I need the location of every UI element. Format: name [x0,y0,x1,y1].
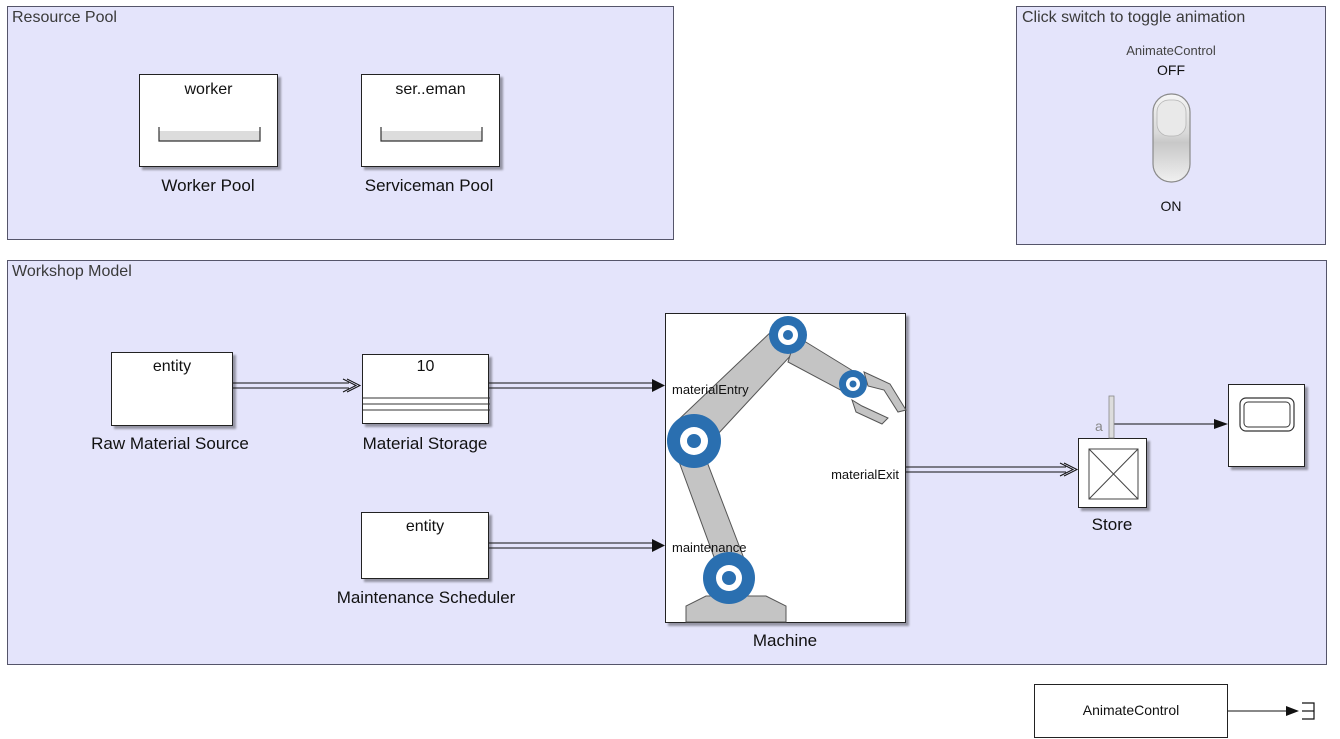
robot-arm-icon [667,316,907,623]
raw-material-source-label: Raw Material Source [91,434,249,453]
bin-icon [158,127,261,142]
store-port-label: a [1095,418,1103,434]
scope-block[interactable] [1228,384,1305,467]
animate-control-variable: AnimateControl [1126,43,1216,58]
machine-port-material-exit: materialExit [831,467,899,482]
worker-pool-block[interactable]: worker [139,74,278,167]
worker-pool-block-text: worker [184,81,233,98]
queue-icon [363,397,490,411]
machine-block[interactable]: materialEntry maintenance materialExit [665,313,907,623]
raw-material-source-block[interactable]: entity [111,352,233,426]
store-block[interactable] [1078,438,1147,508]
store-x-icon [1088,448,1139,500]
worker-pool-label: Worker Pool [161,176,255,195]
animate-control-block[interactable]: AnimateControl [1034,684,1228,738]
material-storage-capacity: 10 [416,358,435,375]
maintenance-scheduler-label: Maintenance Scheduler [336,588,516,607]
goto-terminator-icon [1302,702,1315,720]
resource-pool-title: Resource Pool [12,9,117,26]
store-label: Store [1091,515,1133,534]
maintenance-scheduler-text: entity [405,518,445,535]
machine-label: Machine [752,631,818,650]
maintenance-scheduler-block[interactable]: entity [361,512,489,579]
animate-control-block-text: AnimateControl [1082,702,1180,718]
bin-icon [380,127,483,142]
serviceman-pool-block-text: ser..eman [395,81,466,98]
machine-port-maintenance: maintenance [672,540,747,555]
material-storage-block[interactable]: 10 [362,354,490,424]
animation-panel: Click switch to toggle animation [1016,6,1326,245]
resource-pool-area: Resource Pool [7,6,674,240]
workshop-model-title: Workshop Model [12,263,132,280]
serviceman-pool-label: Serviceman Pool [364,176,494,195]
animation-panel-title: Click switch to toggle animation [1022,9,1246,26]
off-label: OFF [1157,62,1185,78]
serviceman-pool-block[interactable]: ser..eman [361,74,500,167]
raw-material-source-text: entity [152,358,192,375]
scope-icon [1239,397,1295,432]
on-label: ON [1160,198,1182,214]
material-storage-label: Material Storage [362,434,488,453]
machine-port-material-entry: materialEntry [672,382,749,397]
